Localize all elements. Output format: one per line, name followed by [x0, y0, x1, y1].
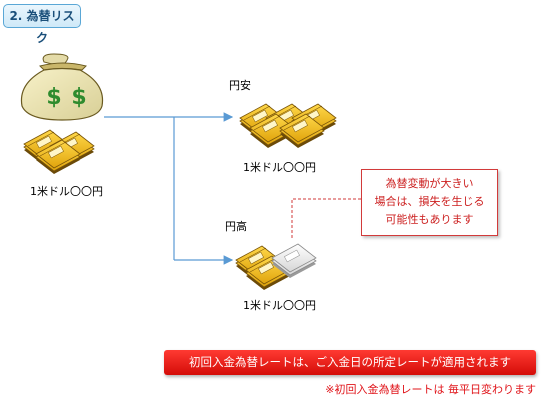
flow-connector	[104, 112, 234, 265]
risk-callout: 為替変動が大きい 場合は、損失を生じる 可能性もあります	[361, 169, 498, 236]
branch-strong-rate-label: 1米ドル〇〇円	[243, 299, 316, 312]
callout-line-3: 可能性もあります	[385, 213, 474, 226]
yen-bills-source-icon	[23, 129, 95, 175]
rate-notice-banner: 初回入金為替レートは、ご入金日の所定レートが適用されます	[164, 350, 536, 375]
svg-text:$: $	[46, 85, 61, 110]
source-rate-label: 1米ドル〇〇円	[30, 185, 103, 198]
yen-bills-weak-icon	[239, 103, 337, 149]
branch-weak-title: 円安	[229, 79, 251, 92]
yen-bills-strong-icon	[235, 243, 317, 291]
section-title: 2. 為替リスク	[3, 4, 81, 45]
money-bag-icon: $ $	[20, 53, 104, 121]
callout-line-1: 為替変動が大きい	[385, 177, 474, 190]
callout-leader	[291, 198, 361, 240]
rate-footnote: ※初回入金為替レートは 毎平日変わります	[325, 383, 536, 396]
callout-line-2: 場合は、損失を生じる	[374, 195, 485, 208]
branch-weak-rate-label: 1米ドル〇〇円	[243, 161, 316, 174]
svg-text:$: $	[71, 85, 86, 110]
branch-strong-title: 円高	[225, 220, 247, 233]
